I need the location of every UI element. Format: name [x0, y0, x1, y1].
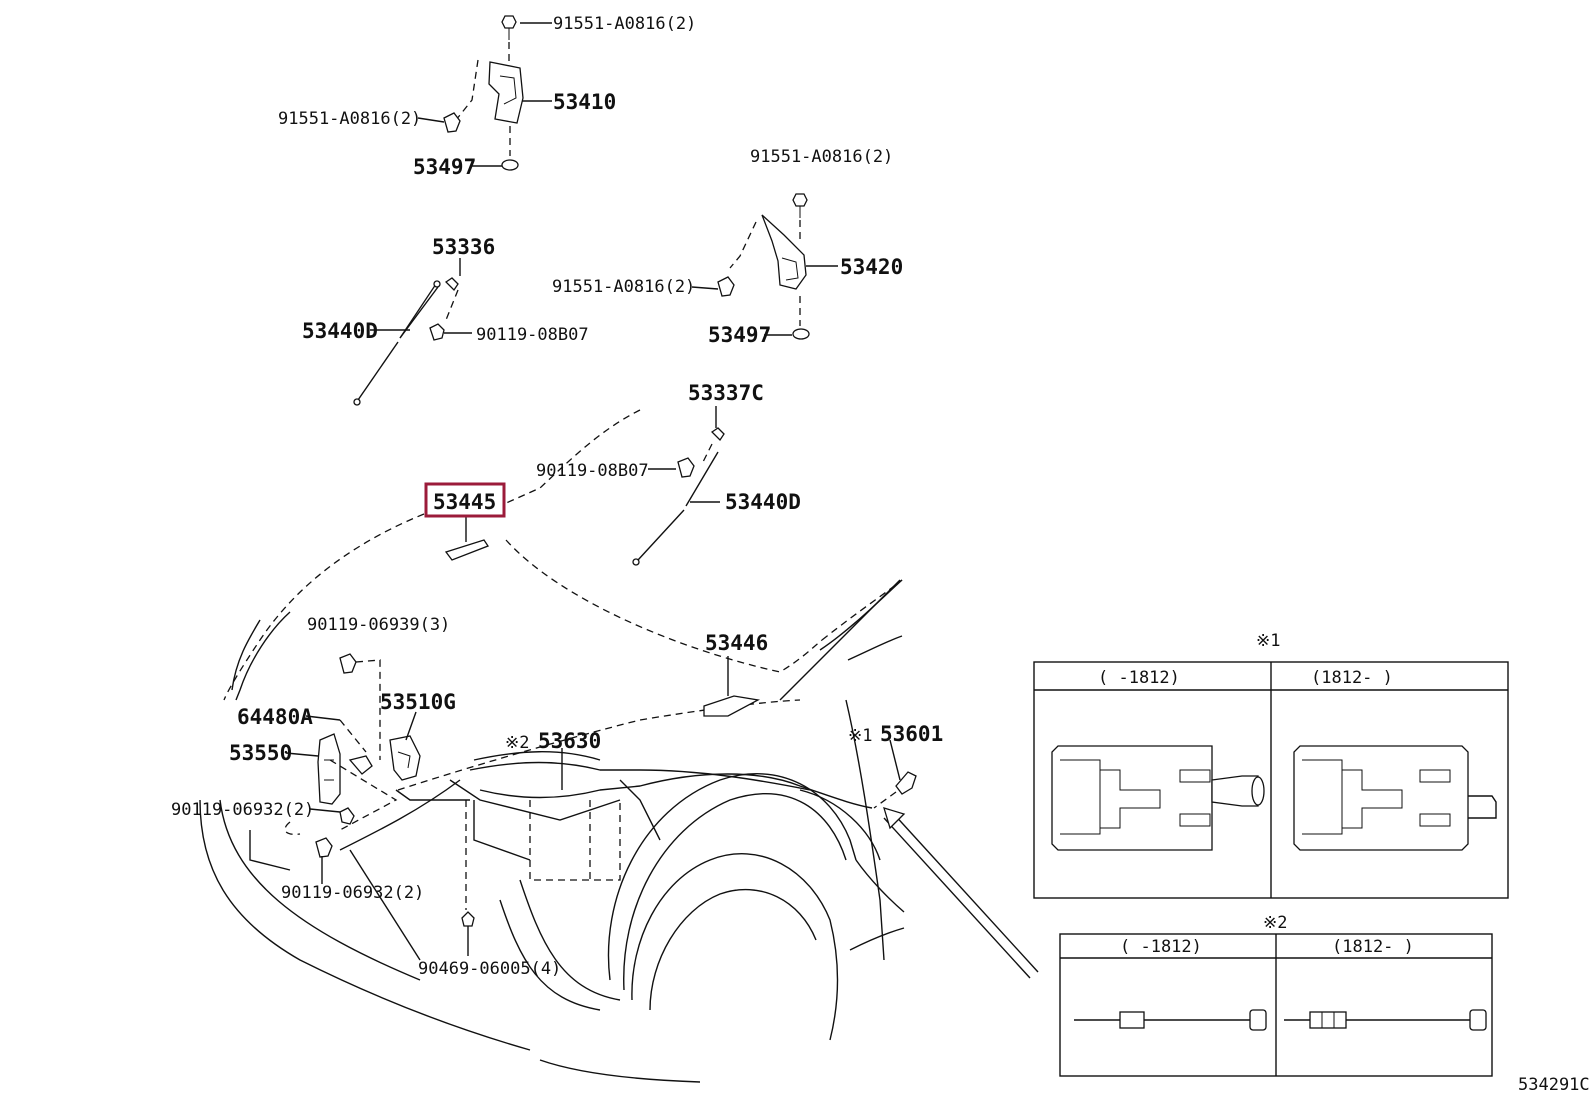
hood-lever[interactable]: [873, 739, 917, 809]
label-cable-mark: ※2: [505, 733, 529, 753]
highlighted-part[interactable]: 53445: [424, 482, 506, 518]
label-insulator: 53446: [705, 631, 768, 655]
inset-2-title: ※2: [1263, 913, 1287, 933]
part-labels: 91551-A0816(2) 53410 91551-A0816(2) 5349…: [171, 14, 943, 979]
label-cable: 53630: [538, 729, 601, 753]
label-bolt-stay-1: 90119-08B07: [476, 325, 589, 345]
release-cable[interactable]: [461, 748, 873, 956]
label-washer-2: 53497: [708, 323, 771, 347]
inset-1: ※1 ( -1812) (1812- ): [1033, 631, 1509, 899]
diagram-id: 534291C: [1518, 1075, 1590, 1095]
label-switch: 64480A: [237, 705, 313, 729]
hinge-rh-assembly[interactable]: [691, 193, 838, 340]
hinge-lh-assembly[interactable]: [417, 15, 552, 171]
hood-insulator[interactable]: [703, 656, 760, 717]
inset-2: ※2 ( -1812) (1812- ): [1059, 913, 1493, 1077]
inset-1-title: ※1: [1256, 631, 1280, 651]
hood-lock-assembly[interactable]: [284, 653, 461, 961]
label-stay-1: 53440D: [302, 319, 378, 343]
car-body: [199, 579, 905, 1083]
label-stay-2: 53440D: [725, 490, 801, 514]
inset-1-col-left: ( -1812): [1098, 668, 1180, 688]
label-lever-mark: ※1: [848, 726, 872, 746]
callout-arrow: [883, 807, 1039, 979]
label-clip: 90469-06005(4): [418, 959, 561, 979]
part-53445[interactable]: [444, 516, 489, 561]
label-washer-1: 53497: [413, 155, 476, 179]
label-bolt-lock-1: 90119-06939(3): [307, 615, 450, 635]
inset-2-col-right: (1812- ): [1332, 937, 1414, 957]
label-bolt-left-1: 91551-A0816(2): [278, 109, 421, 129]
label-bolt-left-2: 91551-A0816(2): [552, 277, 695, 297]
label-hinge-rh: 53420: [840, 255, 903, 279]
label-lock: 53550: [229, 741, 292, 765]
inset-1-col-right: (1812- ): [1311, 668, 1393, 688]
label-lever: 53601: [880, 722, 943, 746]
label-bolt-top-1: 91551-A0816(2): [553, 14, 696, 34]
label-bolt-lock-2: 90119-06932(2): [171, 800, 314, 820]
label-retainer-2: 53337C: [688, 381, 764, 405]
hood-stay-2[interactable]: [632, 406, 725, 566]
label-retainer-1: 53336: [432, 235, 495, 259]
inset-2-col-left: ( -1812): [1120, 937, 1202, 957]
label-hinge-lh: 53410: [553, 90, 616, 114]
label-bolt-stay-2: 90119-08B07: [536, 461, 649, 481]
hood-stay-1[interactable]: [353, 258, 472, 406]
label-bolt-top-2: 91551-A0816(2): [750, 147, 893, 167]
label-part-53445: 53445: [433, 490, 496, 514]
label-support: 53510G: [380, 690, 456, 714]
label-bolt-lock-3: 90119-06932(2): [281, 883, 424, 903]
hood-outline: [223, 409, 903, 701]
